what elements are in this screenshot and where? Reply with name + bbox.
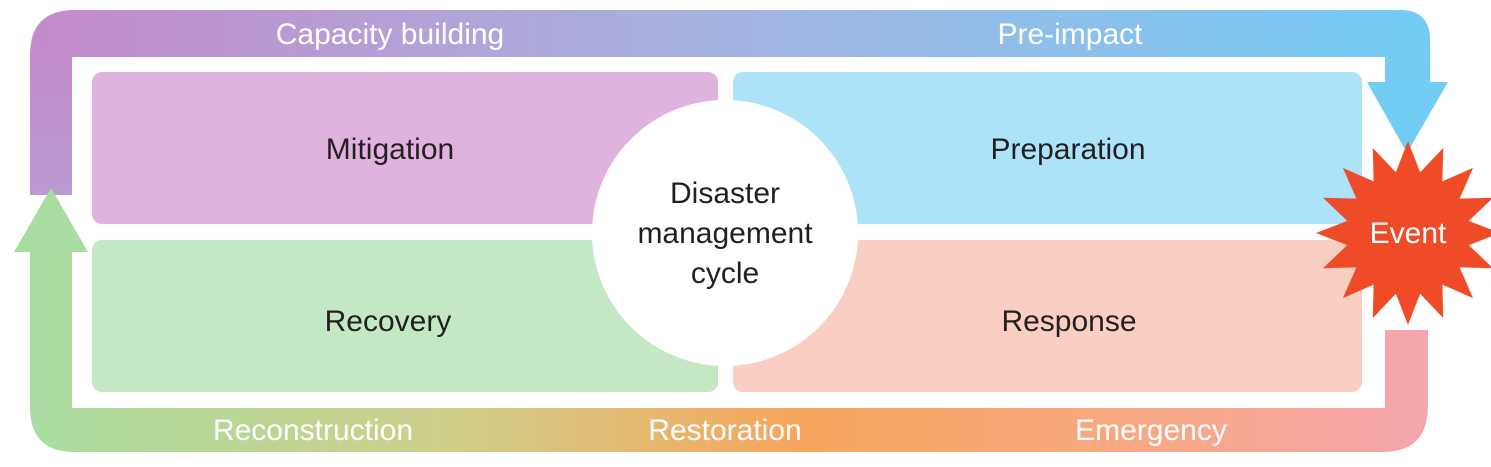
- cycle-band-top: [30, 10, 1430, 195]
- band-label-reconstruction: Reconstruction: [213, 414, 413, 447]
- event-label: Event: [1370, 217, 1447, 250]
- center-circle: [592, 100, 858, 366]
- band-label-capacity-building: Capacity building: [276, 18, 504, 51]
- quadrant-recovery: [92, 240, 718, 392]
- band-label-pre-impact: Pre-impact: [997, 18, 1143, 51]
- arrow-up-icon: [14, 188, 88, 252]
- quadrant-response: [733, 240, 1362, 392]
- band-label-restoration: Restoration: [648, 414, 801, 447]
- quadrant-preparation: [733, 72, 1362, 224]
- arrow-down-icon: [1367, 82, 1448, 153]
- quadrant-mitigation: [92, 72, 718, 224]
- quadrant-label-recovery: Recovery: [325, 305, 452, 338]
- quadrant-label-mitigation: Mitigation: [326, 133, 454, 166]
- center-label-line-1: Disaster: [670, 177, 780, 210]
- event-starburst-icon: [1316, 141, 1491, 325]
- cycle-band-left-upper: [30, 55, 72, 195]
- center-label-line-3: cycle: [691, 257, 759, 290]
- cycle-band-bottom: [30, 252, 1428, 452]
- center-label-line-2: management: [637, 217, 813, 250]
- band-label-emergency: Emergency: [1075, 414, 1227, 447]
- quadrant-label-preparation: Preparation: [990, 133, 1145, 166]
- quadrant-label-response: Response: [1001, 305, 1136, 338]
